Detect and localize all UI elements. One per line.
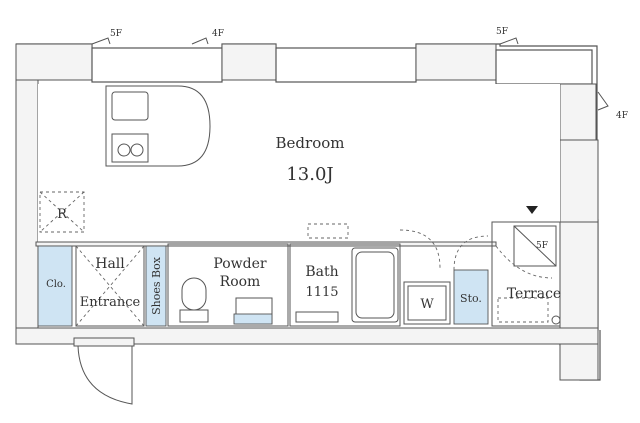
washer-inner xyxy=(407,285,447,321)
powder-room xyxy=(167,243,289,327)
sink xyxy=(111,91,149,121)
label-powder-line1: Powder xyxy=(213,256,267,272)
label-washer: W xyxy=(420,297,434,312)
marker-top-right: 5F xyxy=(496,27,508,37)
washer-box xyxy=(403,281,451,325)
bathtub-inner xyxy=(355,251,395,319)
window-top-left xyxy=(91,47,223,83)
terrace-stair-line xyxy=(513,225,557,267)
kitchen-counter xyxy=(105,85,211,167)
marker-top-left: 5F xyxy=(110,29,122,39)
powder-storage xyxy=(233,313,273,325)
label-hall: Hall xyxy=(95,256,125,272)
terrace-door xyxy=(495,245,553,279)
entrance-door-frame xyxy=(73,337,135,347)
bath-room xyxy=(289,243,401,327)
hall-area xyxy=(75,245,145,327)
bath-shelf xyxy=(295,311,339,323)
refrigerator-cross-b xyxy=(39,191,85,233)
marker-top-mid-arrow xyxy=(191,37,209,45)
label-bath-size: 1115 xyxy=(305,285,338,300)
terrace-area xyxy=(491,221,561,327)
marker-top-right-arrow xyxy=(499,37,519,45)
outer-wall-right-mid xyxy=(559,139,599,223)
terrace-drain xyxy=(497,297,549,323)
storage-fill xyxy=(453,269,489,325)
refrigerator-cross-a xyxy=(39,191,85,233)
storage-door xyxy=(453,235,489,271)
marker-right-arrow xyxy=(597,91,609,111)
bedroom-floor xyxy=(38,84,560,244)
stove xyxy=(111,133,149,163)
bath-door xyxy=(399,229,441,269)
toilet-bowl xyxy=(181,277,207,311)
marker-right: 4F xyxy=(616,111,628,121)
window-top-mid xyxy=(275,47,417,83)
outer-wall-top-right xyxy=(415,43,497,81)
label-refrigerator: R xyxy=(57,207,68,222)
label-shoes-box: Shoes Box xyxy=(150,256,163,315)
window-top-right xyxy=(495,49,593,85)
stove-burner-right xyxy=(130,143,144,157)
outer-wall-right-upper xyxy=(559,83,597,141)
entrance-door-swing xyxy=(77,345,133,405)
terrace-stair xyxy=(513,225,557,267)
outer-wall-top-mid xyxy=(221,43,277,81)
terrace-arrow xyxy=(526,206,538,214)
toilet-tank xyxy=(179,309,209,323)
closet-fill xyxy=(37,245,73,327)
label-storage: Sto. xyxy=(460,292,482,305)
label-bath: Bath xyxy=(305,264,338,280)
stove-burner-left xyxy=(117,143,131,157)
label-powder-line2: Room xyxy=(220,274,261,290)
outer-wall-bottom xyxy=(15,327,599,345)
label-closet: Clo. xyxy=(46,279,66,290)
label-entrance: Entrance xyxy=(80,295,141,310)
bathtub xyxy=(351,247,399,323)
outer-wall-bottom-step xyxy=(559,343,599,381)
label-bedroom: Bedroom xyxy=(276,134,345,152)
shoes-box-fill xyxy=(145,245,167,327)
outer-wall-right-lower xyxy=(559,221,599,331)
terrace-drain-hole xyxy=(551,315,561,325)
outer-wall-top-left xyxy=(15,43,93,81)
label-terrace: Terrace xyxy=(507,286,561,302)
outer-wall-left xyxy=(15,43,39,343)
marker-terrace: 5F xyxy=(536,241,548,251)
marker-top-left-arrow xyxy=(91,37,111,45)
marker-top-mid: 4F xyxy=(212,29,224,39)
bath-vent xyxy=(307,223,349,239)
label-bedroom-size: 13.0J xyxy=(286,164,333,185)
